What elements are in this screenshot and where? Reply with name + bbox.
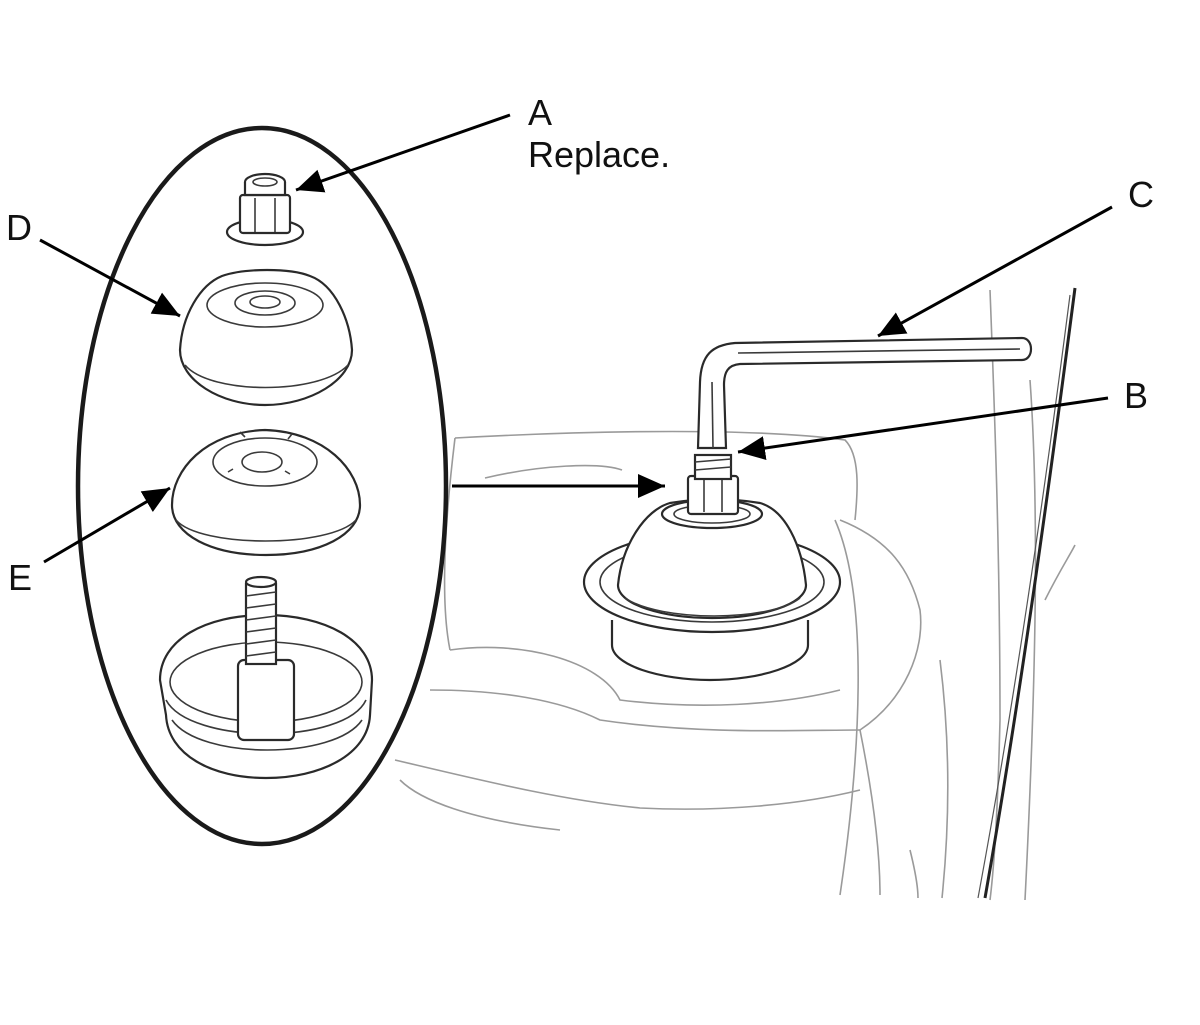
vehicle-body-outline <box>394 287 1077 901</box>
upper-cushion <box>178 268 354 407</box>
flange-nut <box>225 172 305 247</box>
callout-e-letter: E <box>8 557 32 598</box>
lower-cushion <box>170 428 362 557</box>
callout-a-note: Replace. <box>528 134 670 175</box>
leader-a <box>295 113 511 193</box>
leader-c <box>877 205 1113 338</box>
callout-c-letter: C <box>1128 174 1154 215</box>
callout-a-letter: A <box>528 92 552 133</box>
callout-b-letter: B <box>1124 375 1148 416</box>
leader-e <box>43 486 171 564</box>
mount-base-stud <box>158 575 374 780</box>
callout-d-letter: D <box>6 207 32 248</box>
leader-d <box>39 238 181 318</box>
leader-b <box>737 396 1109 460</box>
hex-wrench <box>696 336 1033 450</box>
installed-mount <box>582 453 842 682</box>
exploded-view-oval <box>75 125 449 847</box>
